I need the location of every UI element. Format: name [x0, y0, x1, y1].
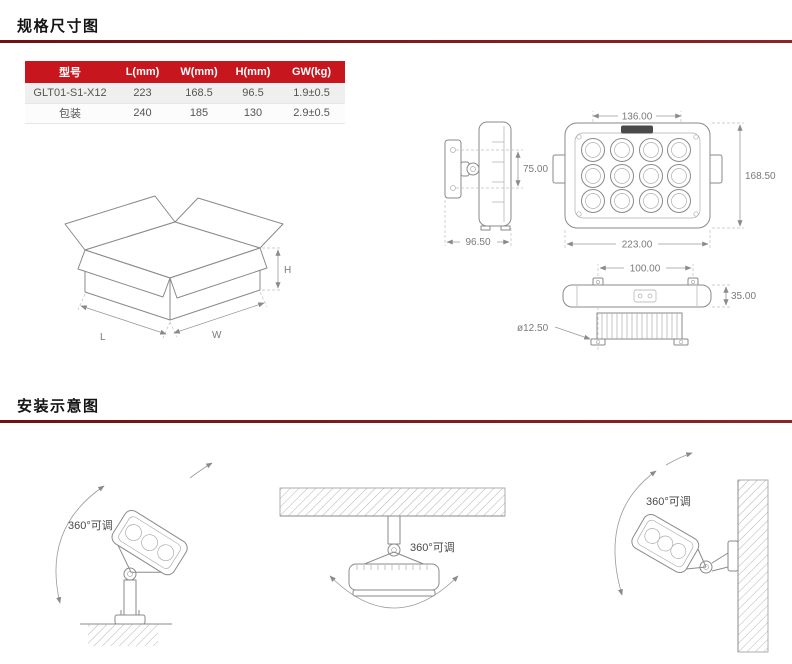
spec-section-title: 规格尺寸图: [17, 18, 100, 35]
carton-drawing: H L W: [64, 195, 291, 343]
dim-label-front-width: 223.00: [622, 240, 653, 251]
dim-label-hole-diameter: ø12.50: [517, 323, 549, 334]
front-view-drawing: 136.00 168.50 223.00: [552, 110, 776, 251]
spec-table-header-row: 型号 L(mm) W(mm) H(mm) GW(kg): [25, 61, 345, 83]
wall-plate: [727, 540, 739, 572]
side-view-drawing: 75.00 96.50: [444, 121, 548, 248]
dim-label-thickness: 35.00: [731, 291, 756, 302]
cell-w: 185: [170, 103, 228, 124]
rotation-arc: [329, 575, 459, 609]
rotation-arc: [614, 470, 657, 596]
cell-l: 240: [115, 103, 170, 124]
cell-gw: 2.9±0.5: [278, 103, 345, 124]
spec-section-rule: [0, 40, 792, 43]
rotation-arrow: [665, 452, 693, 466]
table-row-packaging: 包装 240 185 130 2.9±0.5: [25, 103, 345, 124]
pivot-knob: [466, 162, 480, 176]
dim-label-carton-w: W: [212, 330, 222, 341]
cell-h: 96.5: [228, 83, 278, 104]
wall-hatch: [737, 479, 769, 653]
dim-label-bracket-spacing: 100.00: [630, 264, 661, 275]
rotation-label: 360°可调: [68, 519, 113, 532]
top-view-drawing: 100.00 35.00 ø12.50: [517, 262, 756, 351]
floodlight-on-wall: [631, 513, 707, 574]
table-row-product: GLT01-S1-X12 223 168.5 96.5 1.9±0.5: [25, 83, 345, 104]
side-fins: [492, 141, 504, 203]
mount-pole: [123, 579, 137, 616]
lamp-fins: [356, 565, 428, 570]
col-header-model: 型号: [25, 61, 115, 83]
col-header-l: L(mm): [115, 61, 170, 83]
dim-label-carton-l: L: [100, 332, 106, 343]
floodlight-on-pole: [111, 509, 188, 576]
install-section-rule: [0, 420, 792, 423]
dim-label-front-top-width: 136.00: [622, 112, 653, 123]
cell-model: 包装: [25, 103, 115, 124]
install-diagram-ground-mount: 360°可调: [55, 462, 213, 646]
col-header-gw: GW(kg): [278, 61, 345, 83]
dim-label-front-height: 168.50: [745, 171, 776, 182]
cell-l: 223: [115, 83, 170, 104]
cell-h: 130: [228, 103, 278, 124]
spec-drawings: H L W: [64, 110, 776, 351]
install-diagram-wall-mount: 360°可调: [614, 452, 769, 653]
ground-hatch: [88, 624, 158, 646]
led-array: [581, 138, 691, 213]
dim-label-side-depth: 96.50: [465, 237, 490, 248]
rotation-label: 360°可调: [646, 495, 691, 508]
cell-model: GLT01-S1-X12: [25, 83, 115, 104]
rotation-arc: [55, 485, 105, 604]
install-diagram-ceiling-mount: 360°可调: [279, 487, 506, 609]
dim-label-hole-spacing: 75.00: [523, 164, 548, 175]
hanging-floodlight: [348, 551, 440, 597]
ceiling-hatch: [279, 487, 506, 517]
col-header-h: H(mm): [228, 61, 278, 83]
rotation-arrow: [189, 462, 213, 479]
corner-screws: [576, 134, 699, 217]
rotation-label: 360°可调: [410, 541, 455, 554]
cell-gw: 1.9±0.5: [278, 83, 345, 104]
brand-plate: [621, 125, 653, 134]
mount-stem: [387, 515, 401, 545]
col-header-w: W(mm): [170, 61, 228, 83]
dim-label-carton-h: H: [284, 265, 291, 276]
heatsink-fins: [601, 313, 678, 339]
install-section-title: 安装示意图: [17, 398, 100, 415]
cell-w: 168.5: [170, 83, 228, 104]
spec-table: 型号 L(mm) W(mm) H(mm) GW(kg) GLT01-S1-X12…: [25, 61, 345, 124]
